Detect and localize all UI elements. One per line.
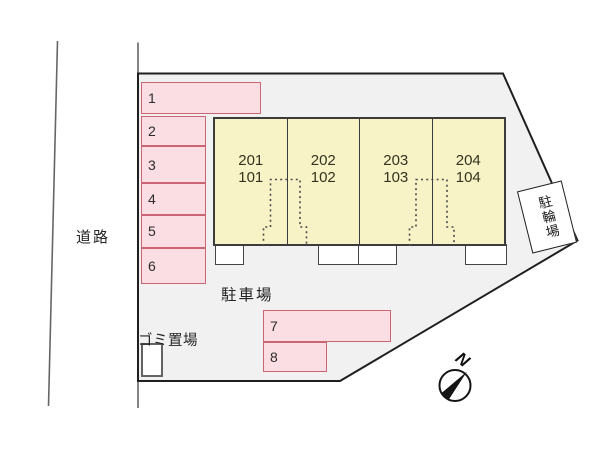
entrance-porch-1 bbox=[215, 244, 244, 265]
entrance-porch-3 bbox=[357, 244, 397, 265]
parking-space-number: 6 bbox=[148, 257, 156, 274]
road-edge-line-left bbox=[47, 40, 59, 407]
unit-number-upper: 201 bbox=[238, 152, 264, 169]
parking-space-number: 4 bbox=[148, 191, 156, 207]
parking-lot-label: 駐車場 bbox=[221, 287, 274, 304]
parking-space-number: 8 bbox=[270, 349, 278, 365]
apartment-building: 201 101 202 102 203 103 204 104 bbox=[213, 117, 506, 246]
unit-204-104: 204 104 bbox=[431, 119, 505, 244]
parking-space-3: 3 bbox=[141, 146, 206, 183]
parking-space-number: 1 bbox=[148, 89, 156, 106]
parking-space-8: 8 bbox=[263, 342, 327, 372]
unit-number-upper: 204 bbox=[455, 152, 481, 169]
entrance-porch-4 bbox=[464, 244, 507, 265]
unit-203-103: 203 103 bbox=[359, 119, 432, 244]
unit-202-102: 202 102 bbox=[286, 119, 360, 244]
unit-number-lower: 104 bbox=[455, 169, 481, 186]
road-label: 道路 bbox=[76, 229, 111, 246]
unit-number-upper: 203 bbox=[383, 152, 409, 169]
parking-space-number: 2 bbox=[148, 122, 156, 139]
unit-number-lower: 103 bbox=[383, 169, 409, 186]
parking-space-6: 6 bbox=[141, 247, 206, 284]
parking-space-number: 7 bbox=[270, 318, 278, 334]
parking-space-number: 3 bbox=[148, 156, 156, 173]
parking-space-5: 5 bbox=[141, 215, 206, 248]
parking-space-number: 5 bbox=[148, 223, 156, 240]
garbage-area-label: ゴミ置場 bbox=[138, 333, 198, 349]
parking-space-7: 7 bbox=[263, 310, 391, 342]
unit-number-lower: 101 bbox=[238, 169, 264, 186]
parking-space-1: 1 bbox=[141, 82, 261, 114]
unit-number-upper: 202 bbox=[310, 152, 336, 169]
parking-space-2: 2 bbox=[141, 115, 206, 146]
unit-number-lower: 102 bbox=[310, 169, 336, 186]
unit-201-101: 201 101 bbox=[215, 119, 287, 244]
entrance-porch-2 bbox=[317, 244, 359, 265]
bicycle-parking-label: 駐輪場 bbox=[534, 193, 561, 241]
parking-space-4: 4 bbox=[141, 183, 206, 215]
compass-needle-icon bbox=[441, 371, 467, 400]
garbage-box bbox=[141, 343, 163, 377]
